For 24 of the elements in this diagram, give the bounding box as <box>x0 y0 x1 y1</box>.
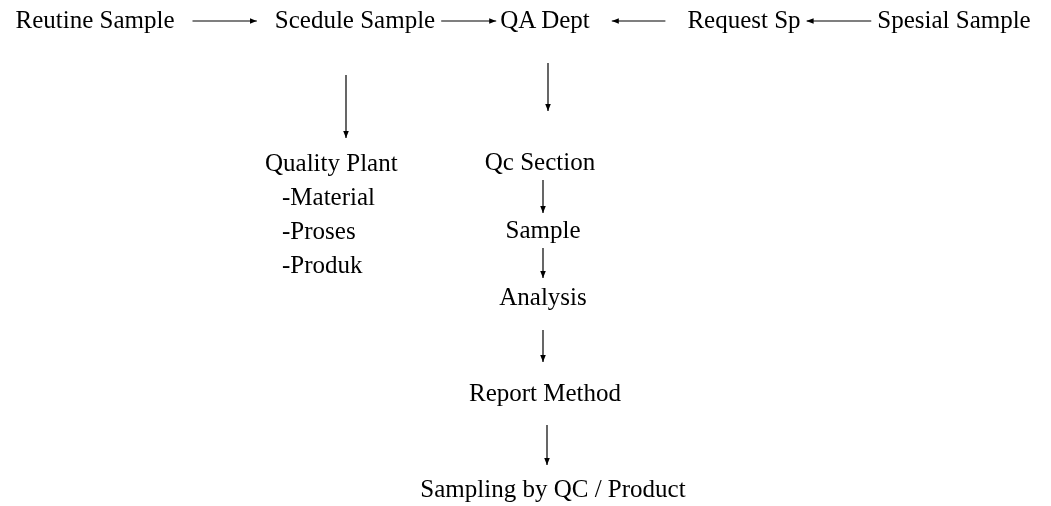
list-item: -Produk <box>281 250 364 280</box>
flow-text: Sample <box>505 215 581 245</box>
flow-text: Request Sp <box>687 5 801 35</box>
arrow <box>540 329 546 363</box>
list-item: -Proses <box>281 216 357 246</box>
arrow <box>343 74 349 139</box>
arrow <box>545 62 551 112</box>
flow-text: QA Dept <box>500 5 590 35</box>
flow-text: Scedule Sample <box>274 5 436 35</box>
arrow <box>611 18 666 24</box>
flow-text: Sampling by QC / Product <box>420 474 686 504</box>
heading-text: Quality Plant <box>265 148 398 178</box>
arrow <box>440 18 497 24</box>
arrow <box>540 179 546 214</box>
flow-text: Qc Section <box>484 147 596 177</box>
flow-text: Spesial Sample <box>877 5 1031 35</box>
arrow <box>540 247 546 279</box>
flow-text: Report Method <box>468 378 622 408</box>
arrow <box>544 424 550 466</box>
flow-text: Analysis <box>499 282 587 312</box>
flow-text: Reutine Sample <box>15 5 175 35</box>
arrow <box>191 18 258 24</box>
arrow <box>806 18 872 24</box>
list-item: -Material <box>281 182 376 212</box>
